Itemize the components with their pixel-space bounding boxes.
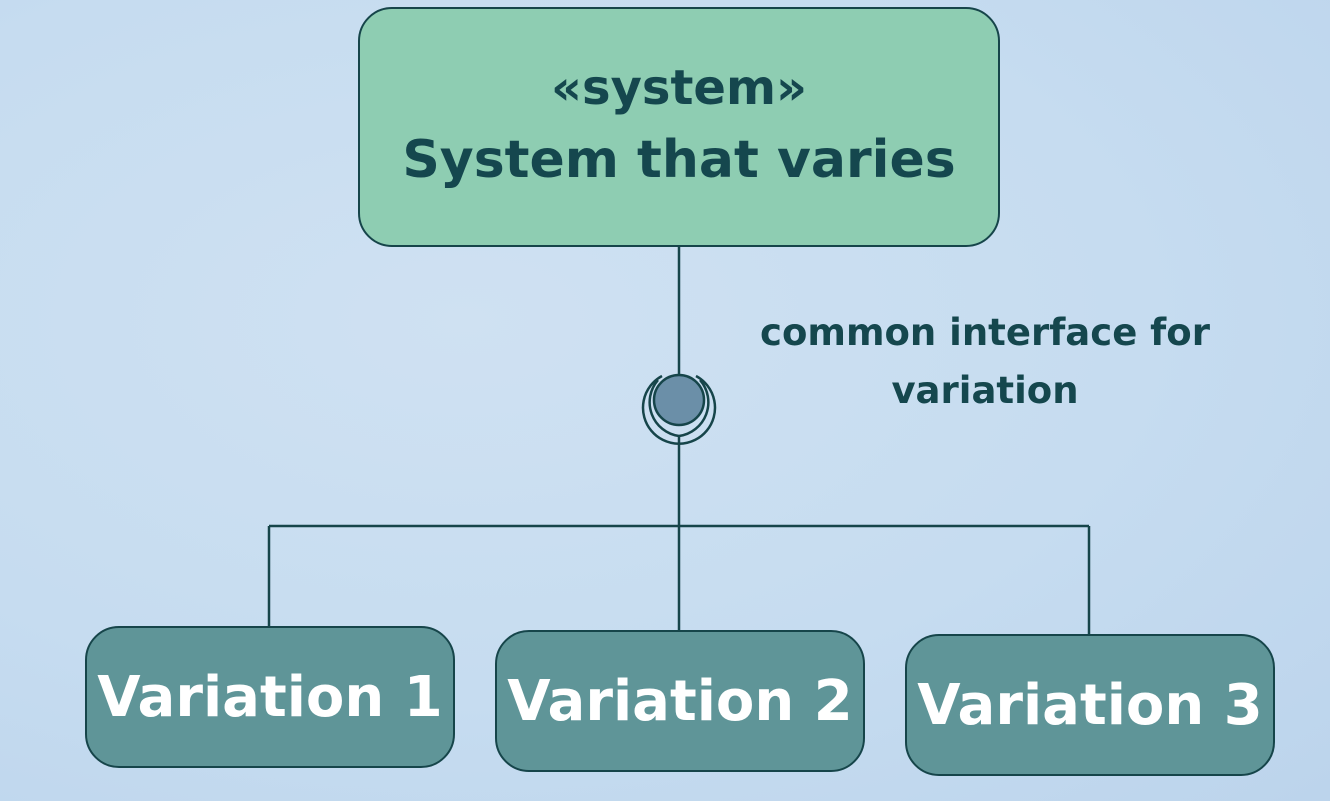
interface-socket-outer	[641, 374, 717, 445]
variation-1-box: Variation 1	[85, 626, 455, 768]
system-stereotype: «system»	[551, 60, 807, 116]
variation-1-label: Variation 1	[97, 664, 443, 730]
interface-label-line-2: variation	[891, 369, 1079, 412]
system-name: System that varies	[402, 130, 956, 190]
variation-2-box: Variation 2	[495, 630, 865, 772]
interface-ball	[652, 373, 706, 427]
interface-socket-left-arc	[648, 379, 680, 438]
interface-symbol	[641, 373, 717, 445]
system-box: «system» System that varies	[358, 7, 1000, 247]
interface-label-line-1: common interface for	[760, 311, 1210, 354]
variation-3-label: Variation 3	[917, 672, 1263, 738]
interface-label: common interface for variation	[740, 304, 1230, 420]
variation-3-box: Variation 3	[905, 634, 1275, 776]
interface-socket-right-arc	[678, 379, 710, 438]
variation-2-label: Variation 2	[507, 668, 853, 734]
